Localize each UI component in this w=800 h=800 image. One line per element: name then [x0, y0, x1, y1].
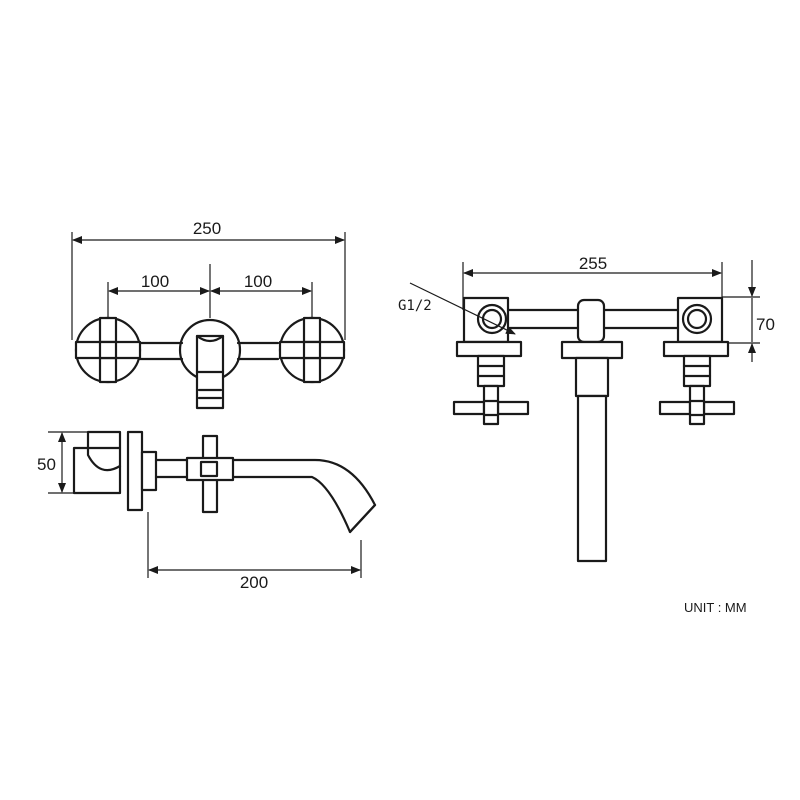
unit-note: UNIT : MM	[684, 600, 747, 615]
front-left-cross-handle	[74, 316, 142, 384]
top-view: 255 70	[398, 254, 775, 563]
dim-label-255: 255	[579, 254, 607, 273]
side-view: 50 200	[37, 430, 377, 592]
top-right-valve	[658, 296, 736, 426]
side-spout-tip	[348, 503, 377, 534]
top-left-valve	[452, 296, 530, 426]
top-center-spout	[560, 298, 624, 563]
thread-leader-line	[409, 282, 516, 335]
side-valve-top	[86, 430, 122, 472]
side-valve-body	[72, 446, 122, 495]
front-right-cross-handle	[278, 316, 346, 384]
dim-label-250: 250	[193, 219, 221, 238]
dim-label-50: 50	[37, 455, 56, 474]
side-flange	[140, 450, 158, 492]
dim-label-100-left: 100	[141, 272, 169, 291]
front-view: 250 100 100	[71, 219, 346, 410]
side-handle-center	[199, 460, 219, 478]
thread-size-label: G1/2	[398, 298, 432, 314]
dim-label-200: 200	[240, 573, 268, 592]
dim-label-70: 70	[756, 315, 775, 334]
dim-label-100-right: 100	[244, 272, 272, 291]
side-escutcheon	[126, 430, 144, 512]
front-center-spout	[178, 318, 242, 410]
